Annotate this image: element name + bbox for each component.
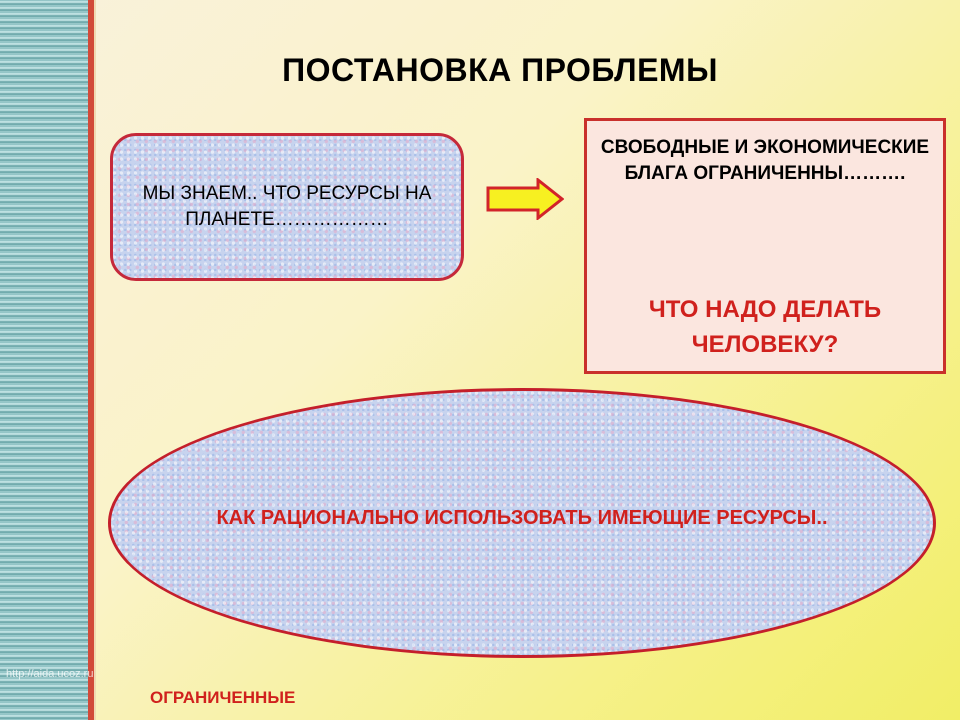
arrow-right-icon xyxy=(486,178,564,220)
stripe-divider xyxy=(88,0,94,720)
limited-goods-box: СВОБОДНЫЕ И ЭКОНОМИЧЕСКИЕ БЛАГА ОГРАНИЧЕ… xyxy=(584,118,946,374)
limited-goods-statement: СВОБОДНЫЕ И ЭКОНОМИЧЕСКИЕ БЛАГА ОГРАНИЧЕ… xyxy=(600,137,930,184)
known-resources-text: МЫ ЗНАЕМ.. ЧТО РЕСУРСЫ НА ПЛАНЕТЕ……………… xyxy=(142,183,432,230)
rational-use-text: КАК РАЦИОНАЛЬНО ИСПОЛЬЗОВАТЬ ИМЕЮЩИЕ РЕС… xyxy=(216,507,828,529)
stripe-divider-light xyxy=(94,0,96,720)
known-resources-box: МЫ ЗНАЕМ.. ЧТО РЕСУРСЫ НА ПЛАНЕТЕ……………… xyxy=(110,133,464,281)
watermark: http://aida.ucoz.ru xyxy=(6,668,94,680)
question-text: ЧТО НАДО ДЕЛАТЬ ЧЕЛОВЕКУ? xyxy=(648,296,882,358)
slide-title: ПОСТАНОВКА ПРОБЛЕМЫ xyxy=(282,52,718,88)
decorative-stripe xyxy=(0,0,88,720)
footer-label: ОГРАНИЧЕННЫЕ xyxy=(150,688,296,707)
rational-use-ellipse: КАК РАЦИОНАЛЬНО ИСПОЛЬЗОВАТЬ ИМЕЮЩИЕ РЕС… xyxy=(108,388,936,658)
